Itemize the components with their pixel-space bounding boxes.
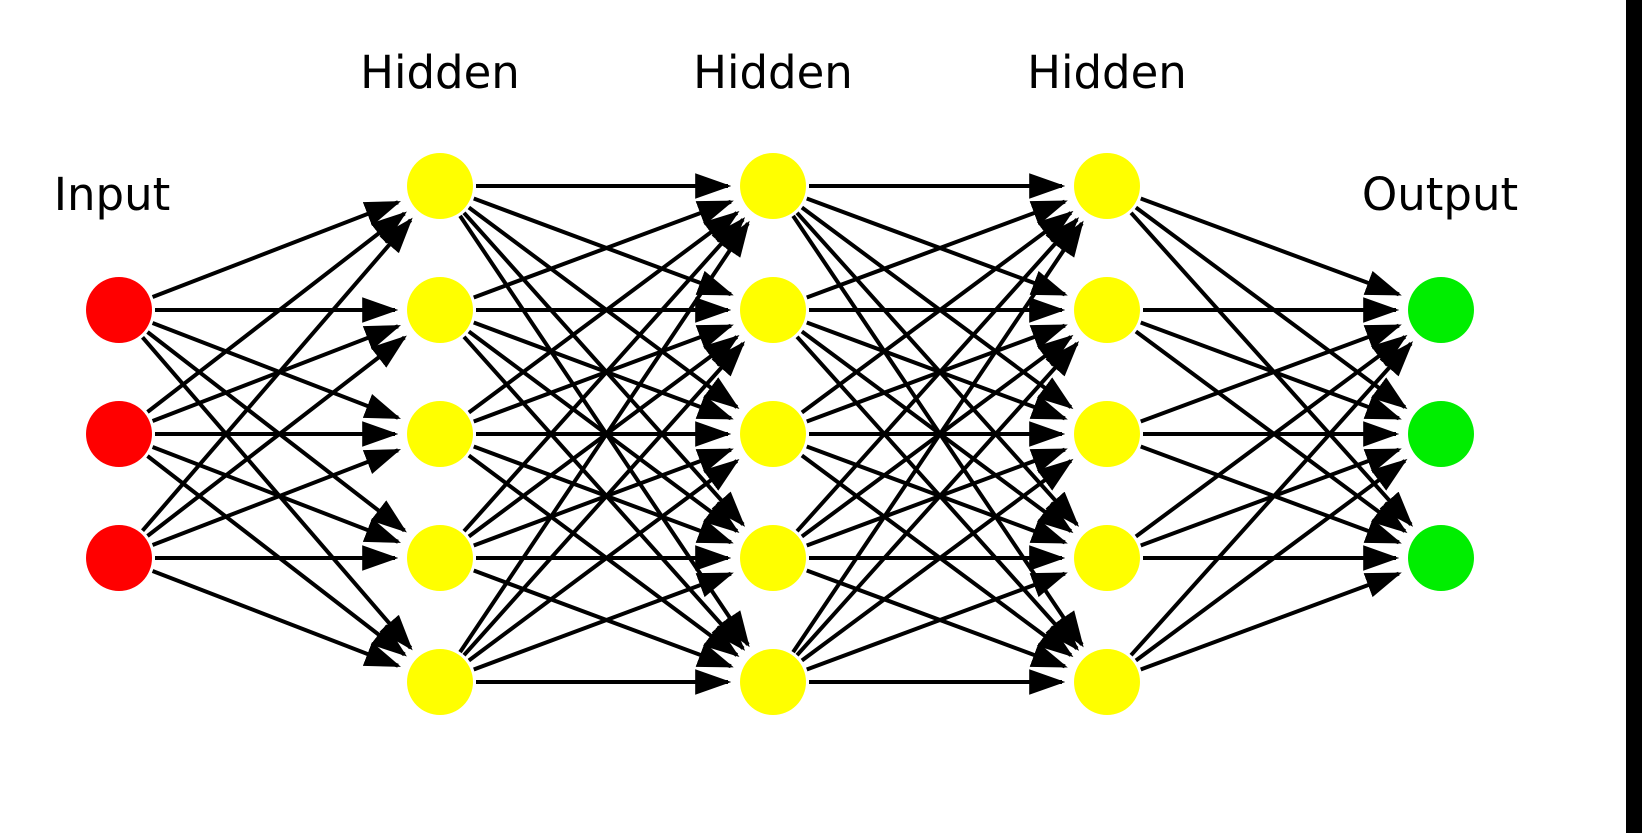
connection-arrow (146, 211, 407, 414)
node-hidden1-1[interactable] (407, 153, 473, 219)
connection-arrow (1134, 329, 1408, 534)
connection-arrow (800, 458, 1074, 663)
connection-arrow (151, 324, 402, 423)
edges-group (141, 173, 1414, 695)
node-hidden2-3[interactable] (740, 401, 806, 467)
node-hidden3-5[interactable] (1074, 649, 1140, 715)
right-edge-band (1626, 0, 1642, 833)
connection-arrow (467, 453, 740, 658)
connection-arrow (1140, 444, 1402, 545)
node-input-3[interactable] (86, 525, 152, 591)
connection-arrow (1129, 211, 1414, 527)
node-hidden3-1[interactable] (1074, 153, 1140, 219)
layer-label-input: Input (54, 168, 171, 221)
layer-label-output: Output (1362, 168, 1518, 221)
node-output-1[interactable] (1408, 277, 1474, 343)
connection-arrow (806, 447, 1068, 548)
connection-arrow (1140, 196, 1402, 297)
connection-arrow (146, 335, 407, 538)
node-input-1[interactable] (86, 277, 152, 343)
layer-label-hidden-3: Hidden (1027, 46, 1187, 99)
node-hidden1-3[interactable] (407, 401, 473, 467)
connection-arrow (146, 454, 407, 657)
connection-arrow (795, 217, 1080, 533)
connection-arrow (1129, 341, 1414, 657)
connection-arrow (795, 341, 1080, 657)
connection-arrow (1134, 458, 1408, 663)
layer-label-hidden-2: Hidden (693, 46, 853, 99)
connection-arrow (151, 321, 402, 420)
connection-arrow (1134, 205, 1408, 410)
node-hidden1-2[interactable] (407, 277, 473, 343)
connection-arrow (1140, 571, 1402, 672)
connection-arrow (806, 571, 1068, 672)
node-hidden3-4[interactable] (1074, 525, 1140, 591)
connection-arrow (467, 205, 740, 410)
connection-arrow (141, 217, 413, 533)
connection-arrow (1140, 447, 1402, 548)
node-hidden2-4[interactable] (740, 525, 806, 591)
connection-arrow (467, 210, 740, 415)
connection-arrow (806, 568, 1068, 669)
connection-arrow (141, 335, 413, 651)
node-output-2[interactable] (1408, 401, 1474, 467)
connection-arrow (806, 444, 1068, 545)
node-hidden3-2[interactable] (1074, 277, 1140, 343)
node-hidden3-3[interactable] (1074, 401, 1140, 467)
node-hidden2-5[interactable] (740, 649, 806, 715)
connection-arrow (151, 445, 402, 544)
connection-arrow (473, 199, 734, 300)
connection-arrow (473, 571, 734, 672)
connection-arrow (806, 323, 1068, 424)
connection-arrow (473, 323, 734, 424)
node-hidden2-1[interactable] (740, 153, 806, 219)
connection-arrow (806, 199, 1068, 300)
connection-arrow (800, 205, 1074, 410)
labels-group: Input Hidden Hidden Hidden Output (54, 46, 1518, 221)
connection-arrow (462, 217, 746, 533)
connection-arrow (462, 211, 746, 527)
connection-arrow (151, 569, 402, 668)
connection-arrow (800, 210, 1074, 415)
node-output-3[interactable] (1408, 525, 1474, 591)
connection-arrow (467, 458, 740, 663)
connection-arrow (151, 200, 402, 299)
connection-arrow (1134, 334, 1408, 539)
connection-arrow (467, 329, 740, 534)
connection-arrow (473, 444, 734, 545)
connection-arrow (473, 447, 734, 548)
node-hidden2-2[interactable] (740, 277, 806, 343)
node-hidden1-5[interactable] (407, 649, 473, 715)
connection-arrow (1140, 323, 1402, 424)
nodes-group (86, 153, 1474, 715)
connection-arrow (462, 341, 746, 657)
connection-arrow (800, 329, 1074, 534)
connection-arrow (458, 220, 750, 654)
node-input-2[interactable] (86, 401, 152, 467)
connection-arrow (146, 330, 407, 533)
connection-arrow (791, 220, 1084, 654)
connection-arrow (151, 448, 402, 547)
layer-label-hidden-1: Hidden (360, 46, 520, 99)
node-hidden1-4[interactable] (407, 525, 473, 591)
connection-arrow (473, 568, 734, 669)
connection-arrow (795, 211, 1080, 527)
connection-arrow (800, 453, 1074, 658)
